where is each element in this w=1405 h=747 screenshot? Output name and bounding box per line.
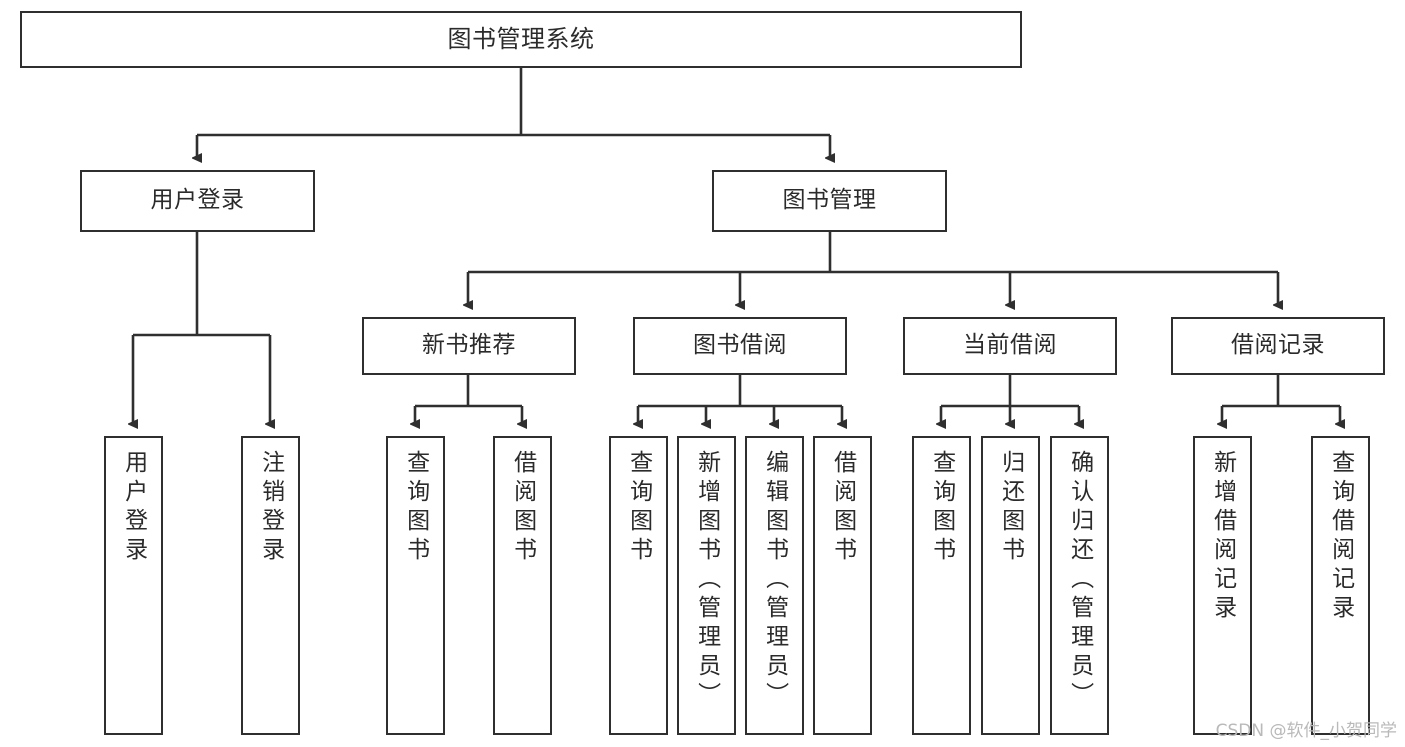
node-book-management[interactable]: 图书管理 — [712, 170, 947, 232]
node-label: 图书管理 — [782, 187, 877, 214]
leaf-query-book-borrowing[interactable]: 查询图书 — [609, 436, 668, 735]
node-label: 确认归还（管理员） — [1066, 450, 1093, 711]
leaf-add-borrow-record[interactable]: 新增借阅记录 — [1193, 436, 1252, 735]
leaf-confirm-return-admin[interactable]: 确认归还（管理员） — [1050, 436, 1109, 735]
node-label: 借阅图书 — [509, 450, 536, 566]
leaf-logout[interactable]: 注销登录 — [241, 436, 300, 735]
leaf-query-book-new-book[interactable]: 查询图书 — [386, 436, 445, 735]
node-label: 新增借阅记录 — [1209, 450, 1236, 624]
node-label: 新增图书（管理员） — [693, 450, 720, 711]
node-root-book-management-system[interactable]: 图书管理系统 — [20, 11, 1022, 68]
node-label: 注销登录 — [257, 450, 284, 566]
leaf-query-borrow-record[interactable]: 查询借阅记录 — [1311, 436, 1370, 735]
node-label: 用户登录 — [150, 187, 245, 214]
csdn-watermark: CSDN @软件_小贺同学 — [1215, 721, 1397, 741]
node-new-book-recommendation[interactable]: 新书推荐 — [362, 317, 576, 375]
node-user-login[interactable]: 用户登录 — [80, 170, 315, 232]
node-label: 查询图书 — [625, 450, 652, 566]
node-label: 图书借阅 — [693, 332, 787, 359]
node-book-borrowing[interactable]: 图书借阅 — [633, 317, 847, 375]
node-label: 编辑图书（管理员） — [761, 450, 788, 711]
leaf-return-book[interactable]: 归还图书 — [981, 436, 1040, 735]
node-label: 查询图书 — [928, 450, 955, 566]
node-label: 用户登录 — [120, 450, 147, 566]
node-label: 归还图书 — [997, 450, 1024, 566]
node-label: 图书管理系统 — [447, 25, 595, 54]
node-label: 借阅图书 — [829, 450, 856, 566]
node-label: 查询图书 — [402, 450, 429, 566]
leaf-query-book-current[interactable]: 查询图书 — [912, 436, 971, 735]
node-label: 当前借阅 — [963, 332, 1057, 359]
node-label: 查询借阅记录 — [1327, 450, 1354, 624]
leaf-borrow-book-new-book[interactable]: 借阅图书 — [493, 436, 552, 735]
node-borrow-records[interactable]: 借阅记录 — [1171, 317, 1385, 375]
leaf-add-book-admin[interactable]: 新增图书（管理员） — [677, 436, 736, 735]
node-label: 新书推荐 — [422, 332, 516, 359]
node-current-borrowing[interactable]: 当前借阅 — [903, 317, 1117, 375]
node-label: 借阅记录 — [1231, 332, 1325, 359]
leaf-borrow-book-borrowing[interactable]: 借阅图书 — [813, 436, 872, 735]
leaf-user-login[interactable]: 用户登录 — [104, 436, 163, 735]
leaf-edit-book-admin[interactable]: 编辑图书（管理员） — [745, 436, 804, 735]
